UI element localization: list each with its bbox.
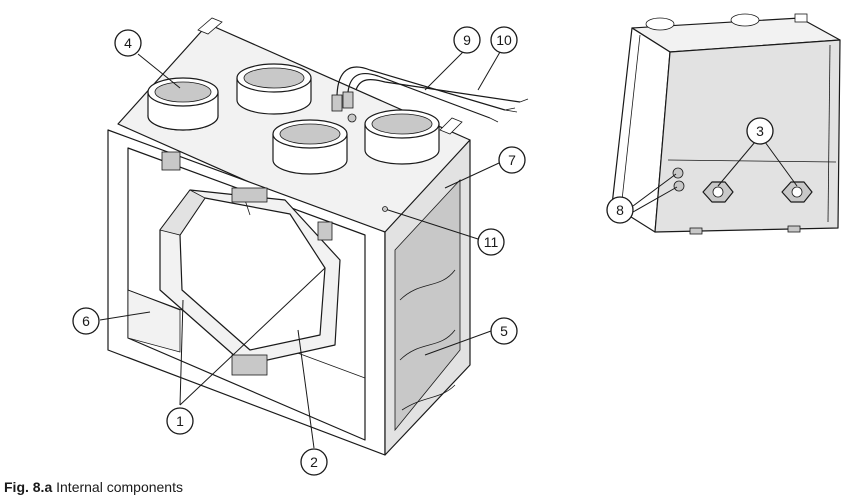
figure-title: Internal components	[56, 479, 183, 495]
callout-11: 11	[477, 228, 505, 256]
callout-6: 6	[72, 307, 100, 335]
callout-8: 8	[606, 196, 634, 224]
callout-label-4: 4	[124, 35, 132, 51]
cable-bundle	[331, 66, 529, 123]
callout-4: 4	[114, 29, 142, 57]
figure-caption: Fig. 8.a Internal components	[4, 479, 183, 495]
callout-label-6: 6	[82, 313, 90, 329]
callout-label-9: 9	[463, 32, 471, 48]
callout-label-7: 7	[508, 152, 516, 168]
callout-2: 2	[300, 448, 328, 476]
figure-label: Fig. 8.a	[4, 479, 53, 495]
callout-label-1: 1	[176, 413, 184, 429]
main-unit-drawing	[107, 17, 529, 456]
duct-spigot-4	[364, 109, 440, 165]
callout-label-2: 2	[310, 454, 318, 470]
leader-lines	[99, 51, 798, 449]
callout-label-3: 3	[756, 123, 764, 139]
callout-7: 7	[498, 146, 526, 174]
connector-right	[781, 181, 813, 203]
callout-3: 3	[746, 117, 774, 145]
callout-label-5: 5	[500, 323, 508, 339]
connector-left	[702, 181, 734, 203]
rear-view-drawing	[611, 13, 841, 235]
callout-5: 5	[490, 317, 518, 345]
duct-spigot-3	[272, 119, 348, 175]
duct-spigot-2	[236, 63, 312, 115]
callout-label-8: 8	[616, 202, 624, 218]
callout-1: 1	[166, 407, 194, 435]
callout-label-11: 11	[484, 234, 499, 250]
callout-9: 9	[453, 26, 481, 54]
duct-spigot-1	[147, 77, 219, 131]
callout-10: 10	[490, 26, 518, 54]
callout-label-10: 10	[496, 32, 512, 48]
